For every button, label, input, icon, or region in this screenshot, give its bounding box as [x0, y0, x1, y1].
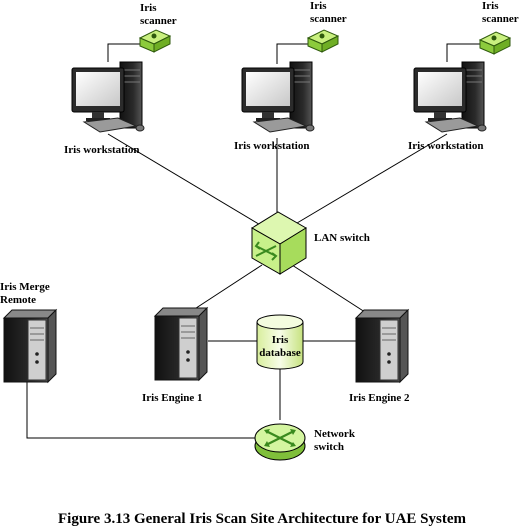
network-switch-label: Network switch: [314, 428, 355, 454]
iris-scanner-3-icon: [479, 31, 511, 55]
iris-scanner-3-label-line1: Iris: [482, 0, 499, 12]
iris-scanner-3-label-line2: scanner: [482, 13, 519, 25]
link-lan-engine1: [189, 264, 263, 313]
iris-engine-1-server-icon: [154, 307, 208, 381]
iris-merge-remote-server-icon: [3, 309, 57, 383]
link-lan-engine2: [291, 264, 369, 315]
lan-switch-icon: [251, 211, 307, 275]
iris-scanner-2-label: Iris scanner: [310, 0, 347, 26]
iris-engine-2-server-icon: [355, 309, 409, 383]
iris-scanner-2-label-line2: scanner: [310, 13, 347, 25]
iris-workstation-2-icon: [241, 61, 315, 133]
iris-scanner-1-label-line1: Iris: [140, 2, 157, 14]
iris-database-icon: [256, 314, 304, 370]
link-scanner2-ws2: [276, 43, 308, 64]
iris-database-label-line1: Iris: [271, 334, 289, 346]
lan-switch-label: LAN switch: [314, 232, 370, 244]
iris-scanner-1-label-line2: scanner: [140, 15, 177, 27]
iris-merge-remote-label-line1: Iris Merge: [0, 281, 50, 293]
iris-scanner-1-icon: [139, 29, 171, 53]
iris-engine-2-label: Iris Engine 2: [349, 392, 410, 404]
iris-merge-remote-label-line2: Remote: [0, 294, 37, 306]
iris-workstation-1-label: Iris workstation: [64, 144, 140, 156]
network-switch-label-line2: switch: [314, 441, 344, 453]
link-scanner1-ws1: [107, 43, 140, 62]
link-ws3-lan: [291, 133, 448, 227]
iris-scanner-1-label: Iris scanner: [140, 2, 177, 28]
iris-database-label: Iris database: [257, 334, 303, 360]
iris-workstation-1-icon: [71, 61, 145, 133]
iris-workstation-3-label: Iris workstation: [408, 140, 484, 152]
iris-engine-1-label: Iris Engine 1: [142, 392, 203, 404]
link-ws1-lan: [107, 133, 263, 227]
figure-caption: Figure 3.13 General Iris Scan Site Archi…: [57, 511, 466, 527]
iris-scanner-3-label: Iris scanner: [482, 0, 519, 26]
link-scanner3-ws3: [446, 43, 480, 62]
network-switch-label-line1: Network: [314, 428, 355, 440]
iris-workstation-2-label: Iris workstation: [234, 140, 310, 152]
iris-database-label-line2: database: [259, 347, 301, 359]
iris-scanner-2-label-line1: Iris: [310, 0, 327, 12]
iris-scanner-2-icon: [307, 29, 339, 53]
network-switch-icon: [254, 423, 306, 461]
iris-workstation-3-icon: [413, 61, 487, 133]
iris-merge-remote-label: Iris Merge Remote: [0, 281, 50, 307]
connection-lines: [26, 43, 480, 439]
link-merge-netswitch: [26, 382, 256, 439]
